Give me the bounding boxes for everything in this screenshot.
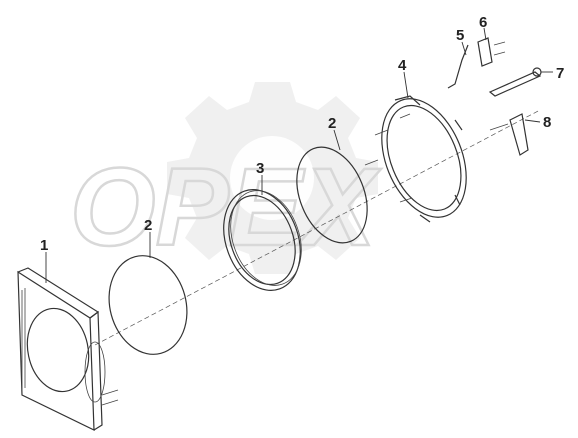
callout-2-lower: 2 — [144, 217, 152, 234]
part-1-fan-shroud — [17, 267, 119, 431]
watermark-gear-icon — [167, 82, 378, 274]
assembly-axis — [94, 109, 541, 346]
callout-1: 1 — [40, 237, 48, 254]
leader-lines — [45, 27, 553, 283]
callout-4: 4 — [398, 57, 407, 74]
callout-3: 3 — [256, 160, 264, 177]
part-3-adapter-ring — [223, 189, 302, 291]
callout-7: 7 — [556, 65, 564, 82]
callout-6: 6 — [479, 14, 487, 31]
part-8-support-arm — [489, 113, 529, 156]
part-6-clip — [477, 37, 506, 67]
callout-5: 5 — [456, 27, 464, 44]
callout-8: 8 — [543, 114, 551, 131]
part-7-rod-assembly — [488, 67, 542, 97]
watermark-text: OPEX — [70, 146, 381, 269]
part-2-gasket-lower — [108, 255, 188, 355]
part-4-mounting-flange — [364, 95, 467, 223]
callout-2-upper: 2 — [328, 115, 336, 132]
part-2-gasket-upper — [296, 146, 368, 244]
